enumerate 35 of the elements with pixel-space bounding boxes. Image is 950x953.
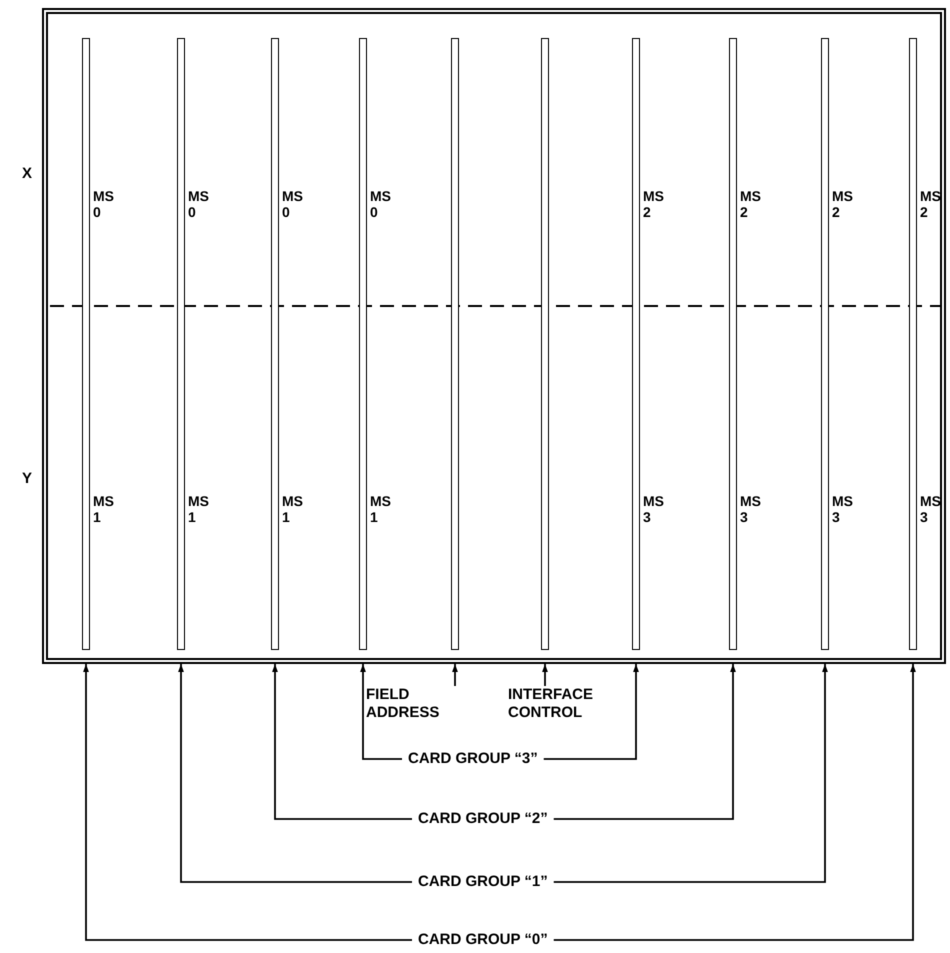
module-label: MS 0: [282, 188, 303, 220]
leader-arrow: [542, 664, 548, 686]
row-label: X: [22, 165, 32, 183]
module-label: MS 1: [93, 493, 114, 525]
module-label: MS 2: [643, 188, 664, 220]
leader-arrow: [272, 664, 412, 820]
module-label: MS 3: [920, 493, 941, 525]
callout-label: CARD GROUP “2”: [418, 810, 548, 828]
card-cage-frame: [42, 8, 946, 664]
module-label: MS 2: [920, 188, 941, 220]
module-label: MS 3: [740, 493, 761, 525]
leader-arrow: [544, 664, 639, 760]
leader-arrow: [554, 664, 828, 883]
callout-label: FIELD ADDRESS: [366, 686, 462, 722]
row-label: Y: [22, 470, 32, 488]
callout-label: CARD GROUP “1”: [418, 873, 548, 891]
callout-label: INTERFACE CONTROL: [508, 686, 608, 722]
leader-arrow: [452, 664, 458, 686]
module-label: MS 1: [188, 493, 209, 525]
leader-arrow: [178, 664, 412, 883]
callout-label: CARD GROUP “3”: [408, 750, 538, 768]
module-label: MS 2: [832, 188, 853, 220]
module-label: MS 1: [370, 493, 391, 525]
module-label: MS 3: [643, 493, 664, 525]
leader-arrow: [83, 664, 412, 941]
module-label: MS 0: [93, 188, 114, 220]
leader-arrow: [554, 664, 736, 820]
module-label: MS 0: [188, 188, 209, 220]
module-label: MS 0: [370, 188, 391, 220]
leader-arrow: [554, 664, 916, 941]
module-label: MS 2: [740, 188, 761, 220]
callout-label: CARD GROUP “0”: [418, 931, 548, 949]
leader-arrow: [360, 664, 402, 760]
module-label: MS 3: [832, 493, 853, 525]
module-label: MS 1: [282, 493, 303, 525]
